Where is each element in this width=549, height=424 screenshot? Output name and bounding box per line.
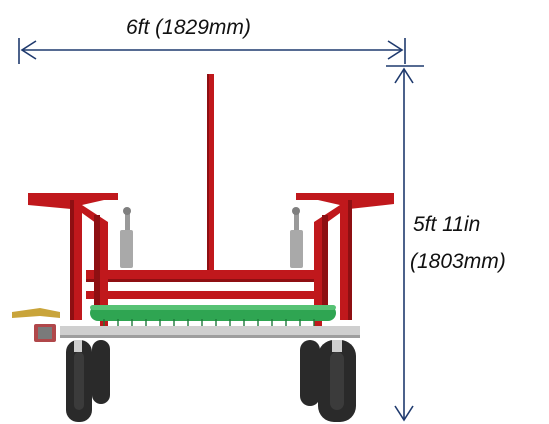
- lower-cross-beam: [86, 291, 318, 299]
- width-dimension-arrow: [18, 38, 406, 64]
- height-label-imperial: 5ft 11in: [413, 213, 481, 236]
- left-side-frame: [28, 193, 118, 330]
- right-hydraulic-cylinder: [290, 207, 303, 268]
- right-side-frame: [296, 193, 394, 330]
- left-wheels: [66, 340, 110, 422]
- height-label-metric: (1803mm): [410, 250, 506, 273]
- tow-hitch: [12, 308, 60, 342]
- center-mast: [207, 74, 214, 274]
- machine: [12, 74, 394, 422]
- width-label: 6ft (1829mm): [126, 16, 251, 39]
- green-roller: [90, 305, 336, 328]
- height-dimension-arrow: [386, 65, 424, 422]
- right-wheels: [300, 340, 356, 422]
- left-hydraulic-cylinder: [120, 207, 133, 268]
